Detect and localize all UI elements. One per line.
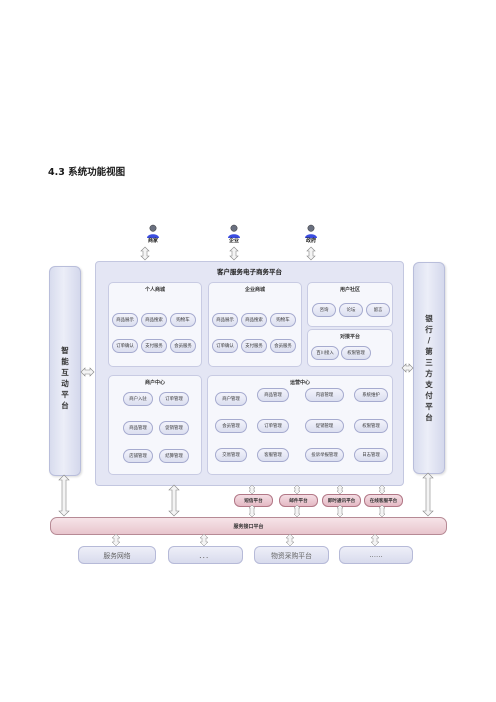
- group-title: 个人商城: [144, 287, 165, 293]
- user-government: 政府: [296, 224, 326, 244]
- bottom-system-service-network[interactable]: 服务网络: [78, 546, 156, 564]
- sms-platform-button[interactable]: 短信平台: [234, 494, 273, 507]
- arrow-bus-more: [370, 533, 380, 547]
- pill-item[interactable]: 支付服务: [241, 339, 267, 353]
- pill-item[interactable]: 内容管理: [305, 388, 344, 402]
- group-title: 商户中心: [144, 380, 165, 386]
- pill-item[interactable]: 系统维护: [354, 388, 388, 402]
- pill-item[interactable]: 日志管理: [354, 448, 388, 462]
- person-icon: [305, 224, 317, 238]
- pill-item[interactable]: 交易管理: [215, 448, 247, 462]
- pill-item[interactable]: 商品搜索: [141, 313, 167, 327]
- arrow-left-bus: [58, 474, 70, 517]
- group-personal-business: 个人商城 商品展示 商品搜索 购物车 订单确认 支付服务 会员服务: [108, 282, 202, 367]
- arrow-main-im: [336, 484, 344, 495]
- arrow-bus-procurement: [285, 533, 295, 547]
- pill-item[interactable]: 支付服务: [141, 339, 167, 353]
- left-panel-label: 智能互动平台: [61, 346, 69, 410]
- pill-item[interactable]: 留言: [366, 303, 390, 317]
- person-icon: [228, 224, 240, 238]
- pill-item[interactable]: 商品管理: [257, 388, 289, 402]
- user-merchant: 商家: [138, 224, 168, 244]
- group-title: 运营中心: [289, 380, 310, 386]
- pill-item[interactable]: 购物车: [270, 313, 296, 327]
- pill-item[interactable]: 促销管理: [159, 421, 189, 435]
- group-title: 企业商城: [244, 287, 265, 293]
- pill-item[interactable]: 订单确认: [212, 339, 238, 353]
- pill-item[interactable]: 咨询: [312, 303, 336, 317]
- user-enterprise: 企业: [219, 224, 249, 244]
- bottom-system-more[interactable]: ……: [339, 546, 413, 564]
- pill-item[interactable]: 权限管理: [354, 419, 388, 433]
- pill-item[interactable]: 权限管理: [341, 346, 371, 360]
- arrow-bus-network: [111, 533, 121, 547]
- arrow-user-government: [306, 246, 316, 261]
- arrow-user-enterprise: [229, 246, 239, 261]
- arrow-main-bus: [168, 484, 180, 517]
- arrow-left-main: [80, 367, 95, 377]
- arrow-main-sms: [248, 484, 256, 495]
- arrow-user-merchant: [140, 246, 150, 261]
- pill-item[interactable]: 结算管理: [159, 449, 189, 463]
- pill-item[interactable]: 百川接入: [311, 346, 339, 360]
- right-panel-bank-payment: 银行/第三方支付平台: [413, 262, 445, 474]
- pill-item[interactable]: 商户管理: [215, 392, 247, 406]
- arrow-main-email: [293, 484, 301, 495]
- group-operation-center: 运营中心 商户管理 商品管理 内容管理 系统维护 会员管理 订单管理 促销管理 …: [207, 375, 393, 475]
- arrow-main-online: [378, 484, 386, 495]
- group-mall-platform: 对接平台 百川接入 权限管理: [307, 329, 393, 367]
- im-platform-button[interactable]: 即时通讯平台: [322, 494, 361, 507]
- pill-item[interactable]: 商品搜索: [241, 313, 267, 327]
- pill-item[interactable]: 商品展示: [112, 313, 138, 327]
- pill-item[interactable]: 客服管理: [257, 448, 289, 462]
- pill-item[interactable]: 店铺管理: [123, 449, 153, 463]
- pill-item[interactable]: 购物车: [170, 313, 196, 327]
- pill-item[interactable]: 会员服务: [170, 339, 196, 353]
- main-platform-panel: 客户服务电子商务平台 个人商城 商品展示 商品搜索 购物车 订单确认 支付服务 …: [95, 261, 404, 486]
- group-title: 用户社区: [339, 287, 360, 293]
- email-platform-button[interactable]: 邮件平台: [279, 494, 318, 507]
- arrow-right-bus: [422, 472, 434, 517]
- left-panel-smart-interaction: 智能互动平台: [49, 266, 81, 476]
- pill-item[interactable]: 商品管理: [123, 421, 153, 435]
- pill-item[interactable]: 论坛: [339, 303, 363, 317]
- pill-item[interactable]: 商品展示: [212, 313, 238, 327]
- pill-item[interactable]: 投诉举报管理: [305, 448, 344, 462]
- pill-item[interactable]: 订单管理: [159, 392, 189, 406]
- user-label: 商家: [147, 238, 158, 244]
- person-icon: [147, 224, 159, 238]
- group-title: 对接平台: [339, 334, 360, 340]
- pill-item[interactable]: 促销管理: [305, 419, 344, 433]
- pill-item[interactable]: 订单确认: [112, 339, 138, 353]
- online-service-platform-button[interactable]: 在线客服平台: [364, 494, 403, 507]
- bottom-system-procurement[interactable]: 物资采购平台: [254, 546, 329, 564]
- right-panel-label: 银行/第三方支付平台: [425, 314, 433, 422]
- main-title: 客户服务电子商务平台: [217, 268, 282, 276]
- service-interface-bus: 服务接口平台: [50, 517, 447, 535]
- pill-item[interactable]: 会员服务: [270, 339, 296, 353]
- pill-item[interactable]: 订单管理: [257, 419, 289, 433]
- group-user-community: 用户社区 咨询 论坛 留言: [307, 282, 393, 327]
- bottom-system-ellipsis[interactable]: ．．．: [168, 546, 243, 564]
- user-label: 政府: [305, 238, 316, 244]
- pill-item[interactable]: 会员管理: [215, 419, 247, 433]
- section-heading: 4.3 系统功能视图: [48, 167, 126, 178]
- group-enterprise-business: 企业商城 商品展示 商品搜索 购物车 订单确认 支付服务 会员服务: [208, 282, 302, 367]
- user-label: 企业: [228, 238, 239, 244]
- pill-item[interactable]: 商户入驻: [123, 392, 153, 406]
- arrow-bus-ellipsis: [199, 533, 209, 547]
- group-merchant-center: 商户中心 商户入驻 订单管理 商品管理 促销管理 店铺管理 结算管理: [108, 375, 202, 475]
